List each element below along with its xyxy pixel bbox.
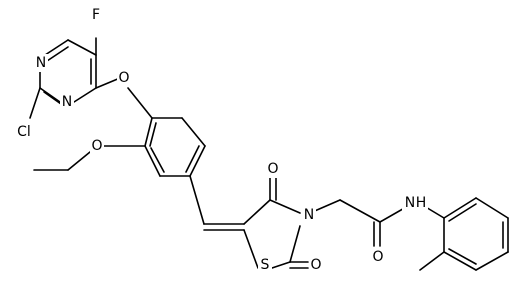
- bond: [73, 87, 97, 103]
- bond: [67, 151, 91, 171]
- bond: [144, 117, 153, 147]
- atom-label: S: [258, 256, 272, 274]
- amide-nitrogen-label: N: [405, 195, 415, 211]
- ethoxy-oxygen-label: O: [91, 138, 102, 154]
- bond: [475, 197, 509, 219]
- amide-oxygen-label: O: [372, 249, 383, 265]
- carbonyl-oxygen-c4-label: O: [267, 161, 278, 177]
- atom-label: O: [371, 248, 385, 266]
- pyrimidine-n-top-label: N: [36, 55, 46, 71]
- bond: [443, 197, 477, 219]
- bond: [269, 199, 301, 214]
- bond: [243, 199, 271, 225]
- bond: [150, 147, 165, 173]
- carbonyl-oxygen-c2-label: O: [310, 257, 321, 273]
- atom-label: O: [309, 256, 323, 274]
- atom-label-group: F Cl N N O O O N: [12, 6, 428, 274]
- bond: [95, 77, 121, 89]
- atom-label: N H: [402, 194, 428, 212]
- bond: [43, 91, 62, 105]
- bond: [39, 87, 61, 103]
- pyrimidine-n-mid-label: N: [62, 94, 72, 110]
- ring-sulfur-label: S: [261, 257, 270, 273]
- bond: [149, 122, 157, 147]
- bond: [144, 145, 161, 177]
- fluorine-label: F: [92, 7, 100, 23]
- bond: [46, 46, 69, 62]
- atom-label: O: [266, 160, 280, 178]
- bond: [189, 145, 206, 177]
- bond: [271, 261, 291, 269]
- bond: [185, 145, 200, 173]
- atom-label: N: [302, 206, 316, 224]
- bond: [127, 87, 153, 119]
- bond: [29, 87, 41, 119]
- bond: [289, 225, 301, 263]
- atom-label: Cl: [12, 123, 36, 141]
- ether-oxygen-label: O: [118, 70, 129, 86]
- bond: [189, 175, 205, 225]
- bond: [243, 229, 259, 269]
- atom-label: O: [117, 69, 131, 87]
- bond: [448, 248, 477, 265]
- chlorine-label: Cl: [17, 124, 31, 140]
- bond: [339, 199, 381, 223]
- bond: [419, 251, 445, 271]
- atom-label: F: [89, 6, 103, 24]
- bond: [443, 251, 477, 271]
- bond: [448, 203, 477, 222]
- bond-group: [29, 37, 509, 271]
- bond: [475, 251, 509, 271]
- atom-label: N: [60, 93, 74, 111]
- bond: [181, 117, 206, 147]
- amide-hydrogen-label: H: [416, 195, 427, 211]
- atom-label: O: [90, 137, 104, 155]
- atom-label: N: [34, 54, 48, 72]
- ring-nitrogen-label: N: [304, 207, 314, 223]
- bond: [67, 39, 97, 56]
